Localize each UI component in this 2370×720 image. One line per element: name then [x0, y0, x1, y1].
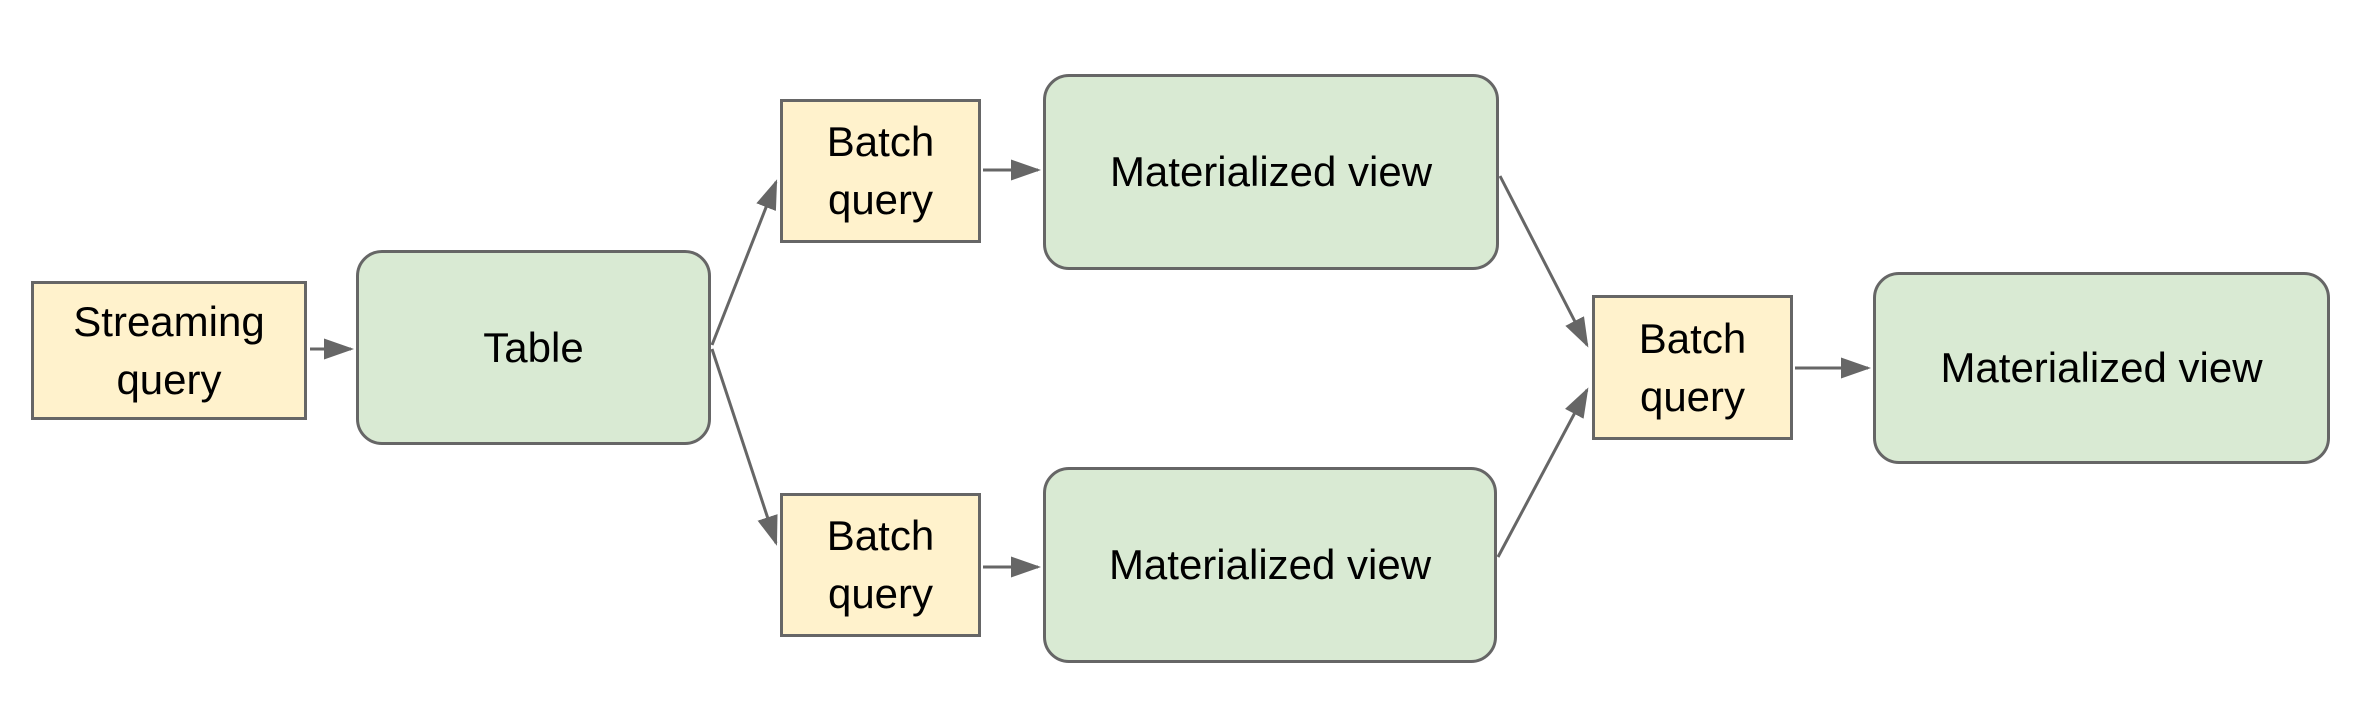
edge-table-to-batch-query-bottom: [710, 348, 778, 546]
edge-materialized-view-top-to-batch-query-right: [1498, 175, 1589, 348]
node-label: Batch query: [826, 512, 935, 617]
node-label: Materialized view: [1940, 344, 2263, 392]
node-label: Batch query: [1638, 314, 1747, 420]
node-batch-query-bottom: Batch query: [780, 493, 981, 637]
edge-table-to-batch-query-top: [710, 179, 778, 346]
node-batch-query-top: Batch query: [780, 99, 981, 243]
edge-materialized-view-bottom-to-batch-query-right: [1496, 387, 1589, 558]
node-table: Table: [356, 250, 711, 445]
node-label: Materialized view: [1109, 148, 1433, 196]
node-label: Table: [483, 323, 584, 371]
node-materialized-view-right: Materialized view: [1873, 272, 2330, 464]
node-streaming-query: Streaming query: [31, 281, 307, 420]
node-materialized-view-top: Materialized view: [1043, 74, 1499, 270]
node-batch-query-right: Batch query: [1592, 295, 1793, 440]
node-label: Materialized view: [1108, 541, 1432, 589]
node-materialized-view-bottom: Materialized view: [1043, 467, 1497, 663]
node-label: Streaming query: [73, 297, 265, 403]
node-label: Batch query: [826, 118, 935, 223]
